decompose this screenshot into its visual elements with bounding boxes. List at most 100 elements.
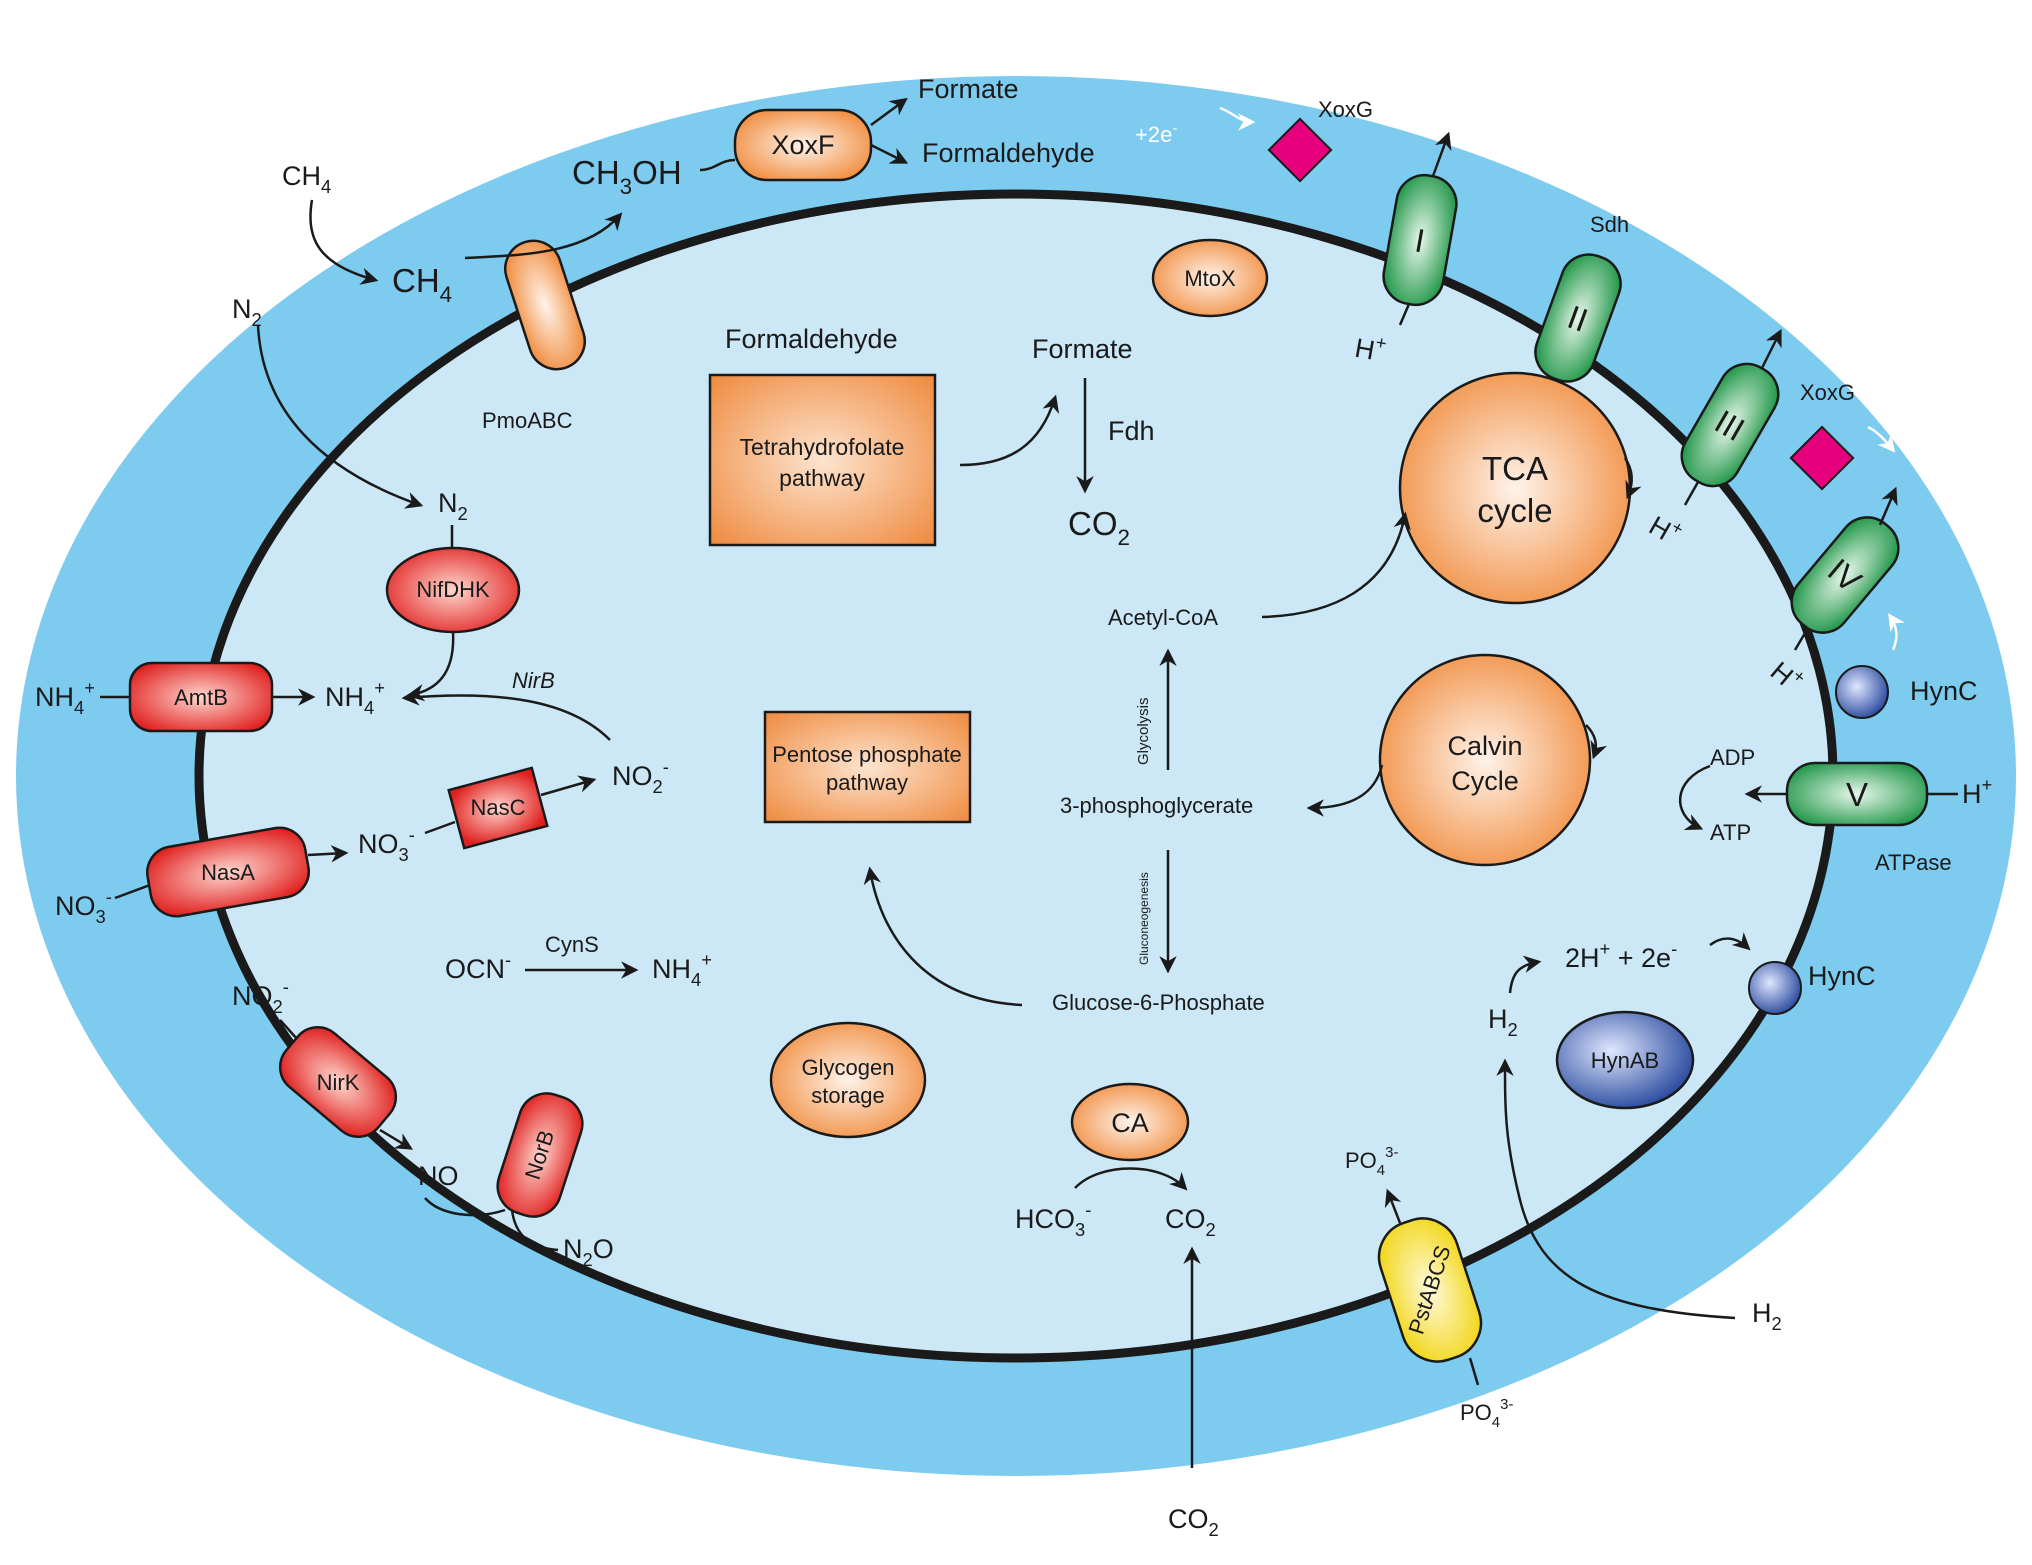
h-plus-atp-label: H+ (1962, 774, 1992, 809)
nirb-arrow (401, 688, 611, 741)
complex-iii: III (1680, 362, 1780, 488)
hync-bottom-circle (1748, 961, 1802, 1015)
h2e-label: 2H+ + 2e- (1565, 938, 1677, 973)
complex-i: I (1382, 173, 1458, 307)
no-norb-link (424, 1197, 506, 1217)
electron-to-hync-arrow (1709, 932, 1751, 951)
pentose-label-line2: pathway (826, 770, 908, 795)
nirk-to-no-arrow (379, 1128, 414, 1150)
g6p-label: Glucose-6-Phosphate (1052, 990, 1265, 1015)
complex-i-h-link (1398, 303, 1411, 326)
pstabcs-transporter: PstABCS (1377, 1217, 1483, 1363)
complex-v-label: V (1846, 776, 1868, 813)
nifdhk-label: NifDHK (416, 577, 490, 602)
formaldehyde-top-label: Formaldehyde (922, 138, 1095, 168)
complex-iv-proton-arrow (1878, 486, 1898, 526)
hync-top-label: HynC (1910, 676, 1978, 706)
pmoabc-label: PmoABC (482, 408, 573, 433)
xoxf-to-formate-arrow (870, 97, 908, 127)
glycogen-storage: Glycogen storage (769, 1021, 927, 1139)
tca-label-line1: TCA (1482, 450, 1548, 487)
acetyl-coa-label: Acetyl-CoA (1108, 605, 1218, 630)
tca-label-line2: cycle (1477, 492, 1552, 529)
xoxg-to-complex-iv-arrow (1867, 425, 1896, 453)
g6p-to-pentose-arrow (863, 866, 1023, 1007)
glycogen-label-line2: storage (811, 1083, 884, 1108)
mtox-label: MtoX (1184, 266, 1236, 291)
complex-iv: IV (1790, 516, 1900, 634)
pentose-phosphate-box: Pentose phosphate pathway (763, 710, 972, 824)
norb-enzyme: NorB (496, 1092, 584, 1218)
n2-entry-arrow (256, 324, 424, 509)
calvin-direction-arrow (1585, 724, 1608, 760)
po4-pstabcs-link (1468, 1357, 1480, 1386)
sdh-label: Sdh (1590, 212, 1629, 237)
glycolysis-label: Glycolysis (1135, 697, 1152, 765)
glycogen-label-line1: Glycogen (802, 1055, 895, 1080)
nasa-transporter: NasA (146, 826, 310, 918)
atpase-complex: V (1785, 761, 1929, 827)
xoxf-to-formaldehyde-arrow (870, 143, 909, 164)
h2-oxidation-arrow (1508, 955, 1542, 994)
pstabcs-to-po4-arrow (1384, 1188, 1402, 1224)
nasc-enzyme: NasC (447, 766, 549, 850)
mtox-enzyme: MtoX (1151, 238, 1269, 318)
no-label: NO (418, 1161, 459, 1191)
hync-to-complex-iv-arrow (1888, 613, 1906, 651)
formaldehyde-title-label: Formaldehyde (725, 324, 898, 354)
h2-entry-arrow (1496, 1058, 1736, 1320)
complex-ii: II (1534, 253, 1622, 383)
nirk-enzyme: NirK (278, 1026, 398, 1138)
thf-pathway-box: Tetrahydrofolate pathway (708, 373, 937, 547)
hynab-label: HynAB (1591, 1048, 1659, 1073)
electron-to-xoxg-arrow (1219, 106, 1256, 131)
no3-nasa-link (114, 883, 151, 900)
tca-cycle: TCA cycle (1398, 371, 1632, 605)
complex-iv-h-link (1793, 627, 1810, 651)
calvin-cycle: Calvin Cycle (1378, 653, 1592, 867)
no2-nirk-link (279, 1019, 299, 1041)
no3-nasc-link (424, 820, 456, 835)
ca-label: CA (1111, 1108, 1149, 1138)
ch4-outside-label: CH4 (282, 161, 331, 197)
nifdhk-enzyme: NifDHK (385, 546, 521, 634)
calvin-label-line2: Cycle (1451, 766, 1519, 796)
nasa-to-no3-arrow (307, 845, 349, 863)
amtb-transporter: AmtB (128, 661, 274, 733)
pgk-label: 3-phosphoglycerate (1060, 793, 1253, 818)
xoxg-right-label: XoxG (1800, 380, 1855, 405)
xoxg-top-label: XoxG (1318, 97, 1373, 122)
ch4-to-ch3oh-arrow (464, 212, 623, 260)
n2-outside-label: N2 (232, 294, 262, 330)
h2-outside-label: H2 (1752, 1298, 1782, 1334)
ch4-entry-arrow (309, 199, 379, 285)
calvin-to-pgk-arrow (1306, 764, 1384, 817)
formate-top-label: Formate (918, 74, 1019, 104)
norb-to-n2o-link (510, 1209, 559, 1252)
xoxf-enzyme: XoxF (733, 108, 873, 182)
calvin-label-line1: Calvin (1447, 731, 1522, 761)
complex-i-proton-arrow (1431, 131, 1452, 177)
xoxg-top-diamond (1267, 117, 1333, 183)
atpase-label: ATPase (1875, 850, 1952, 875)
xoxf-label: XoxF (771, 130, 834, 160)
nasc-label: NasC (470, 795, 525, 820)
plus4e-label: +4e- (1040, 53, 1082, 80)
hync-bottom-label: HynC (1808, 961, 1876, 991)
hynab-enzyme: HynAB (1555, 1010, 1695, 1110)
nasa-label: NasA (201, 860, 255, 885)
adp-to-atp-arrow (1678, 764, 1711, 831)
ch3oh-xoxf-link (699, 158, 736, 172)
po4-outside-label: PO43- (1460, 1396, 1513, 1431)
thf-label-line2: pathway (779, 465, 865, 491)
nirb-label: NirB (512, 668, 555, 693)
tca-direction-arrow (1623, 457, 1642, 500)
complex-iii-h-link (1683, 481, 1700, 506)
xoxg-right-diamond (1789, 425, 1855, 491)
nasc-to-no2-arrow (540, 775, 597, 797)
nirk-label: NirK (317, 1070, 360, 1095)
gluconeogenesis-label: Gluconeogenesis (1137, 872, 1151, 965)
ca-reaction-arrow (1074, 1167, 1188, 1191)
thf-label-line1: Tetrahydrofolate (740, 434, 905, 460)
